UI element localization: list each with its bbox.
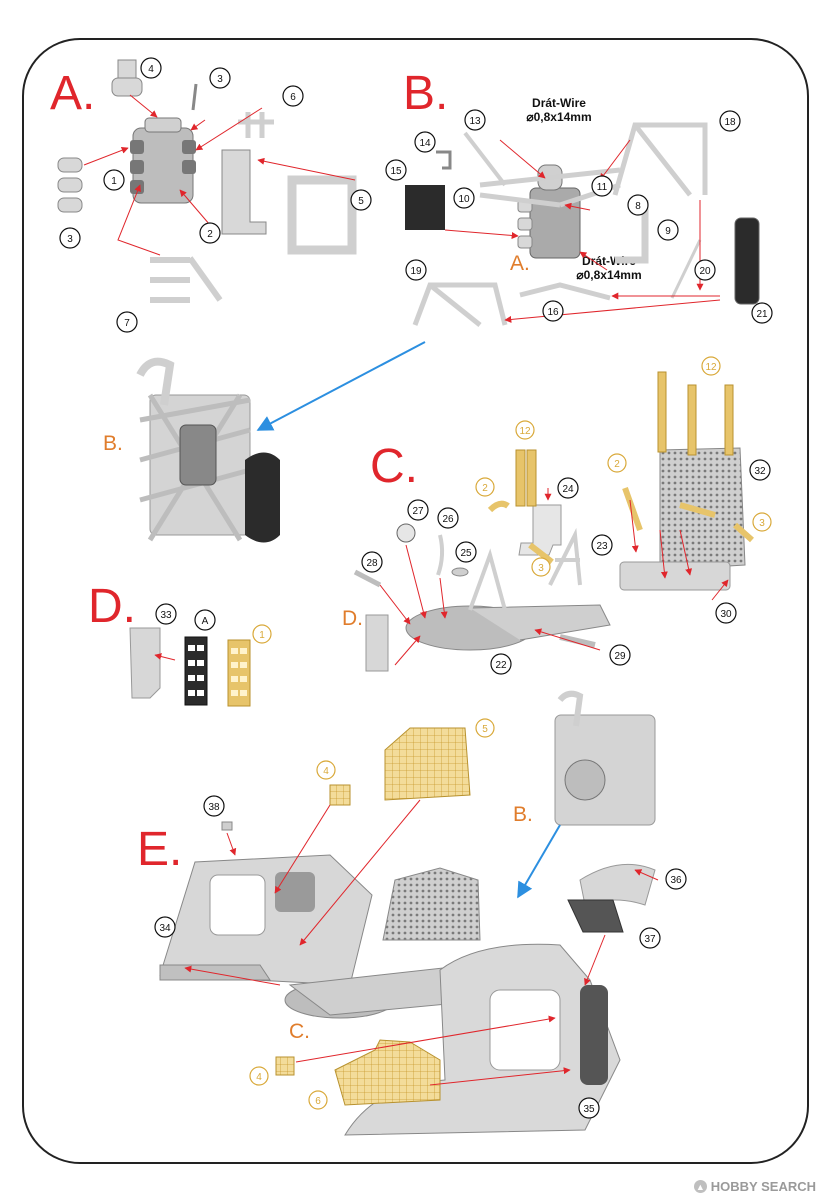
callout-24: 24 [562, 484, 574, 495]
callout-3-wire: 3 [217, 74, 223, 85]
callout-14: 14 [419, 138, 431, 149]
callout-7: 7 [124, 318, 130, 329]
watermark-text: HOBBY SEARCH [710, 1179, 816, 1194]
callout-20: 20 [699, 266, 711, 277]
callout-16: 16 [547, 307, 559, 318]
callout-34: 34 [159, 923, 171, 934]
callout-10: 10 [458, 194, 470, 205]
plastic-callouts [59, 57, 773, 1119]
etch-callouts [249, 356, 772, 1110]
flow-arrow-b [256, 341, 426, 431]
subassembly-a-ref: A. [510, 252, 530, 275]
etch-callout-2: 2 [482, 483, 488, 494]
wire-note-top-line2: ⌀0,8x14mm [526, 110, 592, 124]
callout-4: 4 [148, 64, 154, 75]
callout-30: 30 [720, 609, 732, 620]
section-c-parts [353, 371, 754, 672]
etch-callout-5: 5 [482, 724, 488, 735]
callout-22: 22 [495, 660, 507, 671]
subassembly-d-ref: D. [342, 607, 363, 630]
wire-note-mid-line2: ⌀0,8x14mm [576, 268, 642, 282]
section-e-parts [159, 690, 659, 1136]
callout-21: 21 [756, 309, 768, 320]
callout-35: 35 [583, 1104, 595, 1115]
callout-5: 5 [358, 196, 364, 207]
wire-note-top-line1: Drát-Wire [532, 96, 586, 110]
callout-8: 8 [635, 201, 641, 212]
subassembly-c-ref-e: C. [289, 1020, 310, 1043]
callout-32: 32 [754, 466, 766, 477]
callout-33: 33 [160, 610, 172, 621]
plastic-callout-numbers: 4 3 6 1 3 2 5 7 13 14 15 10 11 8 9 18 20… [67, 64, 768, 1115]
etch-callout-4b: 4 [256, 1072, 262, 1083]
wire-note-top: Drát-Wire ⌀0,8x14mm [516, 96, 602, 124]
callout-15: 15 [390, 166, 402, 177]
callout-28: 28 [366, 558, 378, 569]
etch-callout-2b: 2 [614, 459, 620, 470]
section-a-parts [57, 59, 357, 303]
callout-1: 1 [111, 176, 117, 187]
etch-callout-3b: 3 [759, 518, 765, 529]
callout-38: 38 [208, 802, 220, 813]
callout-9: 9 [665, 226, 671, 237]
callout-37: 37 [644, 934, 656, 945]
assembled-b [136, 357, 280, 543]
callout-3: 3 [67, 234, 73, 245]
etch-callout-6: 6 [315, 1096, 321, 1107]
section-d-parts [129, 627, 251, 707]
section-b-parts [405, 122, 760, 327]
callout-19: 19 [410, 266, 422, 277]
callout-6: 6 [290, 92, 296, 103]
etch-callout-1: 1 [259, 630, 265, 641]
page-frame [22, 38, 809, 1164]
subassembly-b-ref: B. [103, 432, 123, 455]
callout-decal-a: A [202, 616, 209, 627]
watermark: ▲ HOBBY SEARCH [693, 1179, 816, 1194]
etch-callout-numbers: 12 2 3 12 2 3 1 4 5 4 6 [256, 362, 765, 1107]
callout-25: 25 [460, 548, 472, 559]
section-c-label: C. [370, 440, 418, 493]
callout-36: 36 [670, 875, 682, 886]
callout-29: 29 [614, 651, 626, 662]
callout-26: 26 [442, 514, 454, 525]
callout-23: 23 [596, 541, 608, 552]
subassembly-b-ref-e: B. [513, 803, 533, 826]
section-d-label: D. [88, 580, 136, 633]
section-a-label: A. [50, 67, 96, 120]
callout-11: 11 [597, 182, 608, 193]
hobbysearch-logo-icon: ▲ [693, 1180, 707, 1193]
etch-callout-12b: 12 [705, 362, 717, 373]
section-b-label: B. [403, 67, 449, 120]
section-e-label: E. [137, 823, 183, 876]
etch-callout-12: 12 [519, 426, 531, 437]
callout-18: 18 [724, 117, 736, 128]
callout-13: 13 [469, 116, 481, 127]
etch-callout-3: 3 [538, 563, 544, 574]
callout-27: 27 [412, 506, 424, 517]
etch-callout-4: 4 [323, 766, 329, 777]
callout-2: 2 [207, 229, 213, 240]
